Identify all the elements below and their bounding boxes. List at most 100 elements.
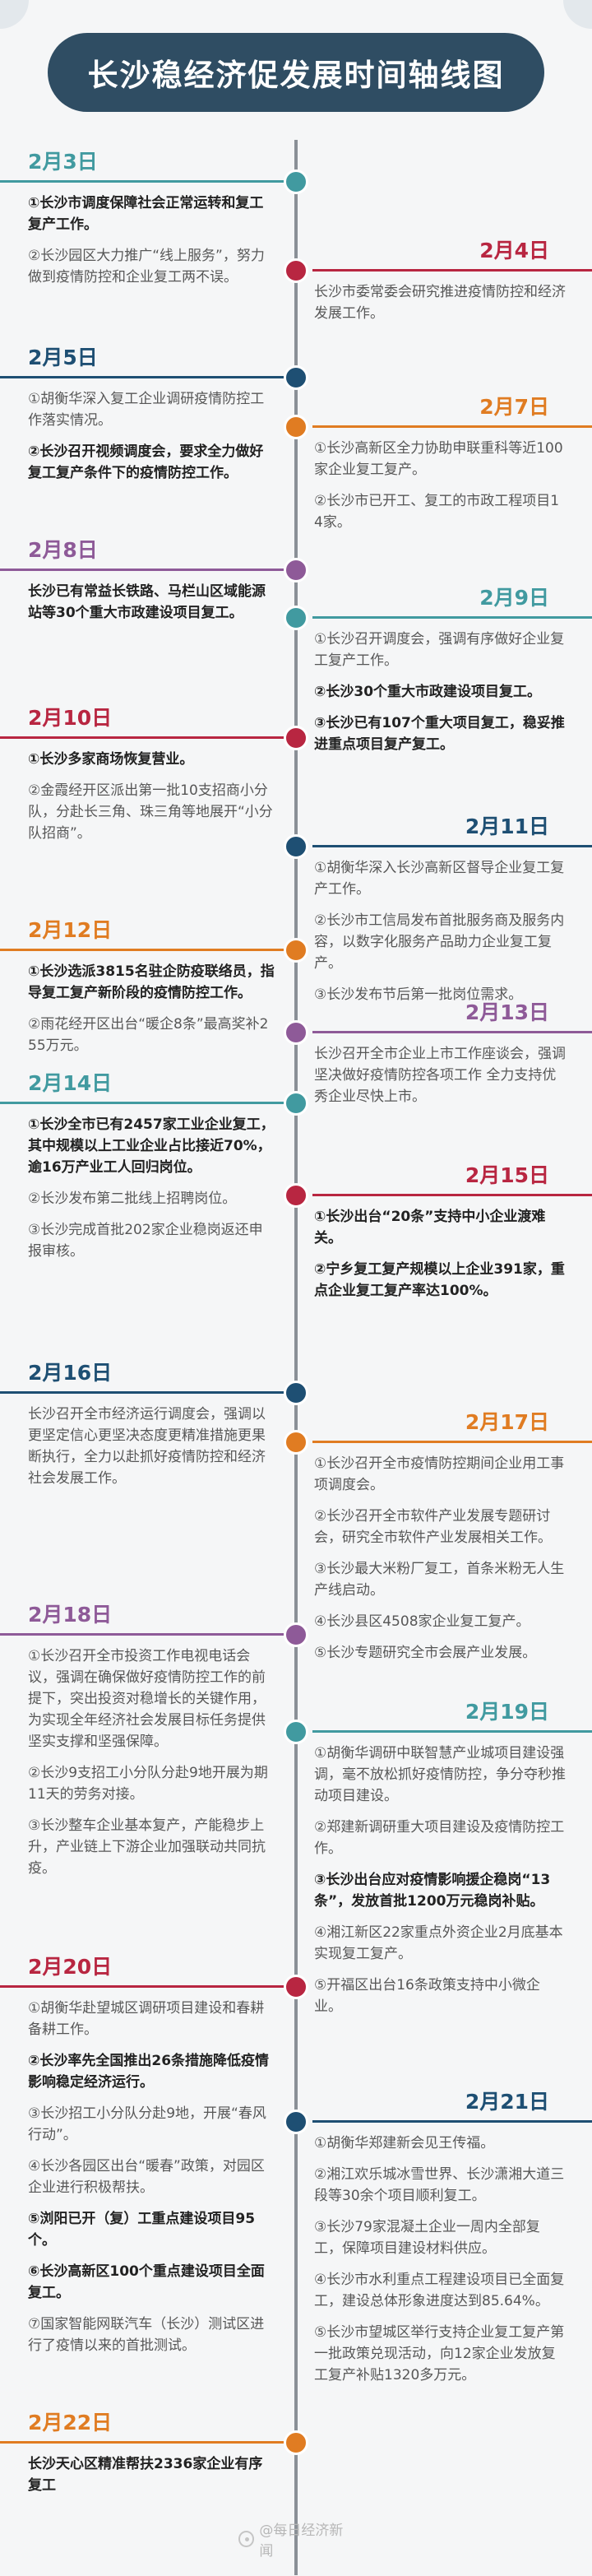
event-item: ①长沙全市已有2457家工业企业复工，其中规模以上工业企业占比接近70%，逾16… [28, 1116, 275, 1176]
event-item: ③长沙最大米粉厂复工，首条米粉无人生产线启动。 [314, 1561, 565, 1599]
event-list: 长沙召开全市经济运行调度会，强调以更坚定信心更坚决态度更精准措施更果断执行，全力… [28, 1404, 275, 1499]
timeline-dot [284, 938, 308, 963]
timeline-dot [284, 2430, 308, 2455]
event-item: ②宁乡复工复产规模以上企业391家，重点企业复工复产率达100%。 [314, 1261, 565, 1299]
date-label: 2月7日 [312, 390, 592, 428]
event-list: ①胡衡华赴望城区调研项目建设和春耕备耕工作。 ②长沙率先全国推出26条措施降低疫情… [28, 1998, 275, 2366]
event-list: 长沙已有常益长铁路、马栏山区域能源站等30个重大市政建设项目复工。 [28, 581, 275, 634]
event-item: ③长沙发布节后第一批岗位需求。 [314, 986, 523, 1003]
event-item: ③长沙招工小分队分赴9地，开展“春风行动”。 [28, 2105, 266, 2143]
event-item: ①长沙召开调度会，强调有序做好企业复工复产工作。 [314, 631, 565, 669]
event-item: 长沙召开全市企业上市工作座谈会，强调坚决做好疫情防控各项工作 全力支持优秀企业尽… [314, 1046, 566, 1105]
date-label: 2月4日 [312, 234, 592, 272]
event-item: ①胡衡华深入长沙高新区督导企业复工复产工作。 [314, 860, 565, 898]
event-list: ①长沙召开全市投资工作电视电话会议，强调在确保做好疫情防控工作的前提下，突出投资… [28, 1645, 275, 1889]
date-label: 2月11日 [312, 810, 592, 847]
date-label: 2月13日 [312, 996, 592, 1033]
event-list: ①长沙召开全市疫情防控期间企业用工事项调度会。 ②长沙召开全市软件产业发展专题研讨… [314, 1453, 566, 1673]
timeline-dot [284, 726, 308, 750]
timeline-dot [284, 1091, 308, 1116]
timeline-dot [284, 2110, 308, 2134]
timeline-dot [284, 1381, 308, 1405]
event-item: ⑤长沙专题研究全市会展产业发展。 [314, 1645, 537, 1661]
event-list: ①长沙多家商场恢复营业。 ②金霞经开区派出第一批10支招商小分队，分赴长三角、珠三… [28, 749, 275, 854]
date-label: 2月19日 [312, 1695, 592, 1733]
timeline-dot [284, 1622, 308, 1647]
timeline-dot [284, 1183, 308, 1208]
date-label: 2月8日 [0, 533, 284, 571]
event-item: ④长沙县区4508家企业复工复产。 [314, 1613, 530, 1630]
date-label: 2月10日 [0, 701, 284, 739]
event-item: ②长沙率先全国推出26条措施降低疫情影响稳定经济运行。 [28, 2053, 270, 2091]
timeline-dot [284, 1020, 308, 1045]
event-list: 长沙市委常委会研究推进疫情防控和经济发展工作。 [314, 281, 566, 334]
event-item: 长沙天心区精准帮扶2336家企业有序复工 [28, 2456, 263, 2494]
timeline-dot [284, 169, 308, 194]
page-title: 长沙稳经济促发展时间轴线图 [87, 58, 505, 93]
event-item: ②长沙发布第二批线上招聘岗位。 [28, 1191, 237, 1207]
event-list: ①长沙出台“20条”支持中小企业渡难关。 ②宁乡复工复产规模以上企业391家，重点… [314, 1206, 566, 1311]
event-item: ②雨花经开区出台“暖企8条”最高奖补255万元。 [28, 1016, 269, 1054]
date-label: 2月12日 [0, 913, 284, 951]
event-item: ②郑建新调研重大项目建设及疫情防控工作。 [314, 1819, 565, 1857]
date-label: 2月14日 [0, 1066, 284, 1104]
corner-decoration-top-right [563, 0, 592, 29]
event-item: ②湘江欢乐城冰雪世界、长沙潇湘大道三段等30余个项目顺利复工。 [314, 2166, 565, 2204]
title-banner: 长沙稳经济促发展时间轴线图 [48, 33, 544, 112]
event-list: ①胡衡华深入复工企业调研疫情防控工作落实情况。 ②长沙召开视频调度会，要求全力做好… [28, 388, 275, 494]
event-item: ①长沙高新区全力协助申联重科等近100家企业复工复产。 [314, 440, 563, 478]
event-item: ⑤长沙市望城区举行支持企业复工复产第一批政策兑现活动，向12家企业发放复工复产补… [314, 2324, 565, 2383]
date-label: 2月22日 [0, 2406, 284, 2444]
timeline-dot [284, 558, 308, 583]
weibo-icon [238, 2531, 255, 2547]
event-item: ①胡衡华深入复工企业调研疫情防控工作落实情况。 [28, 391, 265, 429]
event-item: ③长沙出台应对疫情影响援企稳岗“13条”，发放首批1200万元稳岗补贴。 [314, 1872, 551, 1910]
date-label: 2月20日 [0, 1950, 284, 1988]
event-item: ②长沙召开视频调度会，要求全力做好复工复产条件下的疫情防控工作。 [28, 443, 264, 481]
event-list: ①长沙市调度保障社会正常运转和复工复产工作。②长沙园区大力推广“线上服务”，努力… [28, 193, 275, 298]
event-item: ⑦国家智能网联汽车（长沙）测试区进行了疫情以来的首批测试。 [28, 2316, 265, 2354]
event-list: 长沙天心区精准帮扶2336家企业有序复工 [28, 2453, 275, 2506]
date-label: 2月15日 [312, 1158, 592, 1196]
event-list: ①长沙高新区全力协助申联重科等近100家企业复工复产。 ②长沙市已开工、复工的市政… [314, 438, 566, 543]
event-item: ①长沙多家商场恢复营业。 [28, 751, 194, 768]
event-item: ①胡衡华调研中联智慧产业城项目建设强调，毫不放松抓好疫情防控，争分夺秒推动项目建… [314, 1745, 566, 1804]
event-list: ①胡衡华深入长沙高新区督导企业复工复产工作。②长沙市工信局发布首批服务商及服务内… [314, 857, 566, 1015]
event-item: ②长沙召开全市软件产业发展专题研讨会，研究全市软件产业发展相关工作。 [314, 1508, 552, 1546]
date-label: 2月3日 [0, 145, 284, 183]
event-item: ④长沙市水利重点工程建设项目已全面复工，建设总体形象进度达到85.64%。 [314, 2272, 565, 2309]
event-item: ⑤浏阳已开（复）工重点建设项目95个。 [28, 2211, 256, 2249]
event-item: ④长沙各园区出台“暖春”政策，对园区企业进行积极帮扶。 [28, 2158, 265, 2196]
date-label: 2月17日 [312, 1405, 592, 1443]
date-label: 2月5日 [0, 341, 284, 378]
event-item: ③长沙已有107个重大项目复工，稳妥推进重点项目复产复工。 [314, 715, 565, 753]
corner-decoration-top-left [0, 0, 29, 29]
event-item: ③长沙完成首批202家企业稳岗返还申报审核。 [28, 1222, 263, 1260]
event-item: ②长沙园区大力推广“线上服务”，努力做到疫情防控和企业复工两不误。 [28, 248, 265, 285]
event-item: 长沙召开全市经济运行调度会，强调以更坚定信心更坚决态度更精准措施更果断执行，全力… [28, 1406, 266, 1487]
timeline-dot [284, 258, 308, 283]
event-list: ①长沙选派3815名驻企防疫联络员，指导复工复产新阶段的疫情防控工作。 ②雨花经开… [28, 961, 275, 1066]
event-item: 长沙市委常委会研究推进疫情防控和经济发展工作。 [314, 284, 566, 322]
event-item: ④湘江新区22家重点外资企业2月底基本实现复工复产。 [314, 1924, 563, 1962]
event-item: ②长沙市已开工、复工的市政工程项目14家。 [314, 493, 560, 531]
event-item: ⑥长沙高新区100个重点建设项目全面复工。 [28, 2263, 265, 2301]
event-item: ①长沙出台“20条”支持中小企业渡难关。 [314, 1209, 546, 1246]
timeline-dot [284, 1975, 308, 1999]
event-list: ①长沙全市已有2457家工业企业复工，其中规模以上工业企业占比接近70%，逾16… [28, 1114, 275, 1272]
event-item: ②金霞经开区派出第一批10支招商小分队，分赴长三角、珠三角等地展开“小分队招商”… [28, 782, 273, 842]
event-item: ①长沙召开全市投资工作电视电话会议，强调在确保做好疫情防控工作的前提下，突出投资… [28, 1648, 266, 1750]
event-list: ①胡衡华郑建新会见王传福。②湘江欢乐城冰雪世界、长沙潇湘大道三段等30余个项目顺… [314, 2133, 566, 2396]
event-item: ②长沙30个重大市政建设项目复工。 [314, 684, 542, 700]
timeline-dot [284, 415, 308, 439]
event-list: 长沙召开全市企业上市工作座谈会，强调坚决做好疫情防控各项工作 全力支持优秀企业尽… [314, 1043, 566, 1117]
event-item: ①长沙选派3815名驻企防疫联络员，指导复工复产新阶段的疫情防控工作。 [28, 963, 275, 1001]
event-list: ①胡衡华调研中联智慧产业城项目建设强调，毫不放松抓好疫情防控，争分夺秒推动项目建… [314, 1743, 566, 2027]
event-item: ③长沙79家混凝土企业一周内全部复工，保障项目建设材料供应。 [314, 2219, 540, 2257]
timeline-dot [284, 1430, 308, 1455]
event-item: ①长沙召开全市疫情防控期间企业用工事项调度会。 [314, 1455, 565, 1493]
watermark-text: @每日经济新闻 [259, 2523, 344, 2560]
date-label: 2月9日 [312, 581, 592, 619]
event-item: ①胡衡华赴望城区调研项目建设和春耕备耕工作。 [28, 2000, 265, 2038]
